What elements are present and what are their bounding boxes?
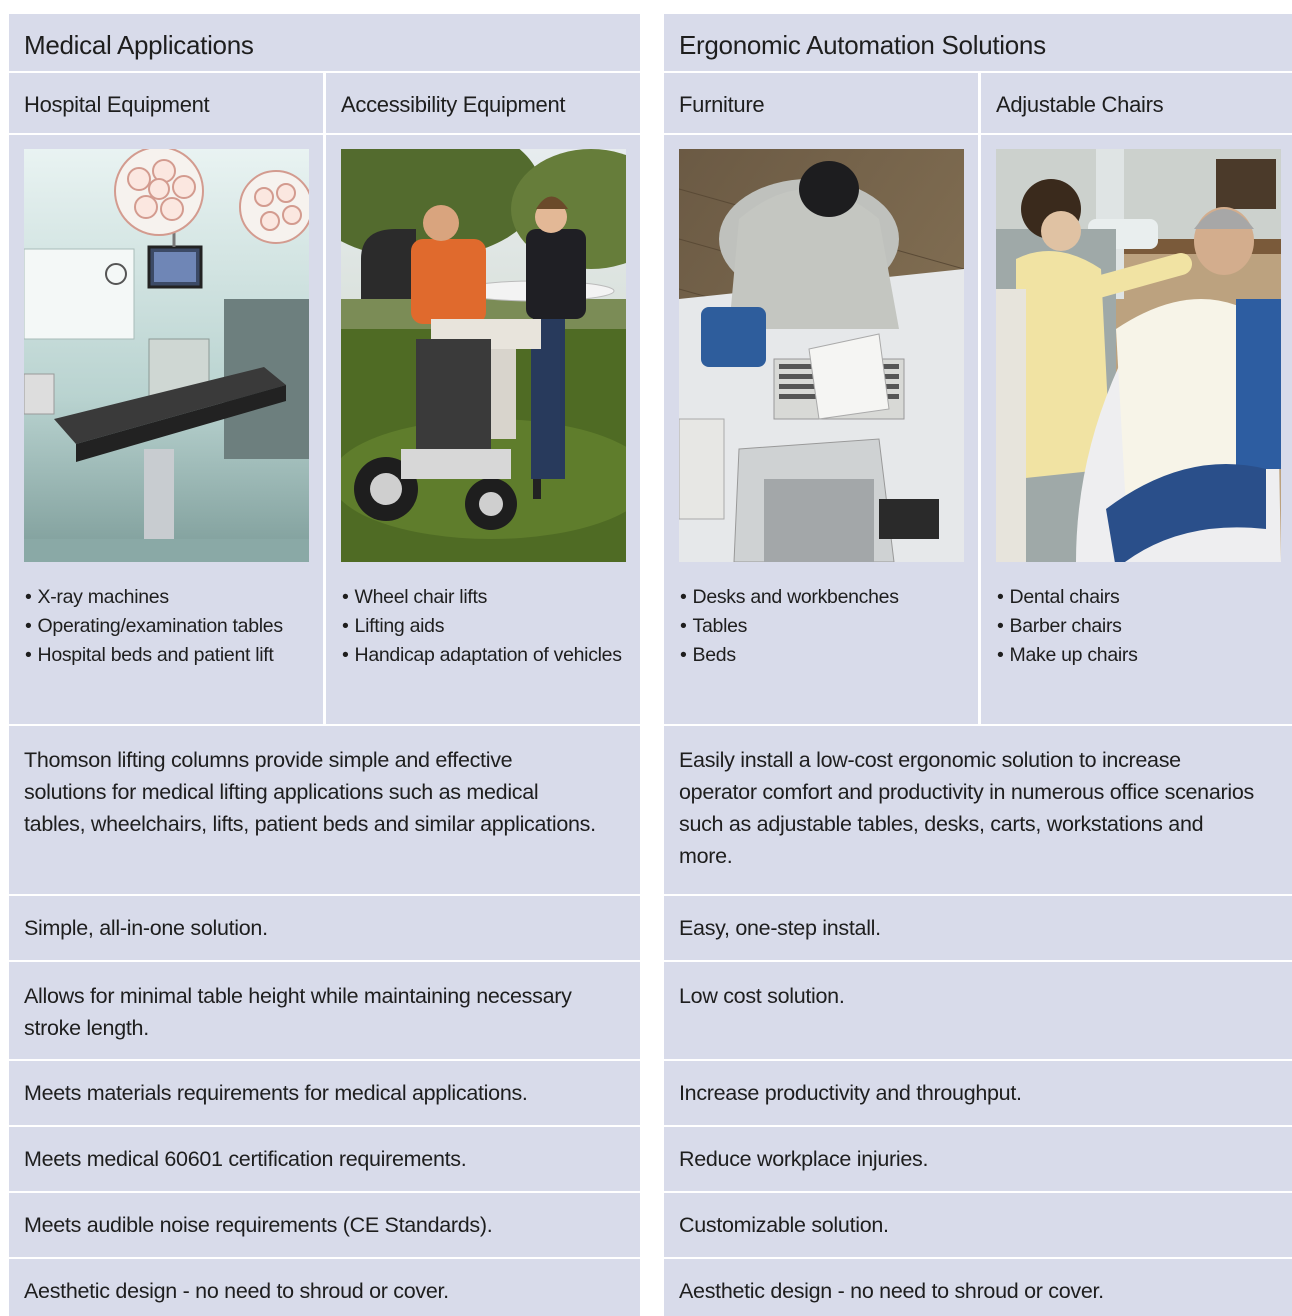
adjustable-chairs-cell: Dental chairs Barber chairs Make up chai… bbox=[981, 135, 1292, 724]
feature-row: Meets materials requirements for medical… bbox=[9, 1061, 640, 1125]
list-item: Beds bbox=[680, 641, 899, 670]
column-heading-accessibility-equipment: Accessibility Equipment bbox=[326, 73, 640, 133]
column-heading-hospital-equipment: Hospital Equipment bbox=[9, 73, 323, 133]
hospital-equipment-cell: X-ray machines Operating/examination tab… bbox=[9, 135, 323, 724]
list-item: Wheel chair lifts bbox=[342, 583, 622, 612]
feature-row: Aesthetic design - no need to shroud or … bbox=[9, 1259, 640, 1316]
feature-row: Simple, all-in-one solution. bbox=[9, 896, 640, 960]
feature-row: Meets medical 60601 certification requir… bbox=[9, 1127, 640, 1191]
feature-row: Allows for minimal table height while ma… bbox=[9, 962, 640, 1059]
list-item: X-ray machines bbox=[25, 583, 283, 612]
feature-row: Customizable solution. bbox=[664, 1193, 1292, 1257]
feature-row: Meets audible noise requirements (CE Sta… bbox=[9, 1193, 640, 1257]
accessibility-equipment-cell: Wheel chair lifts Lifting aids Handicap … bbox=[326, 135, 640, 724]
accessibility-equipment-list: Wheel chair lifts Lifting aids Handicap … bbox=[342, 583, 622, 670]
column-heading-adjustable-chairs: Adjustable Chairs bbox=[981, 73, 1292, 133]
column-heading-furniture: Furniture bbox=[664, 73, 978, 133]
wheelchair-photo bbox=[341, 149, 626, 562]
feature-row: Aesthetic design - no need to shroud or … bbox=[664, 1259, 1292, 1316]
list-item: Make up chairs bbox=[997, 641, 1138, 670]
list-item: Barber chairs bbox=[997, 612, 1138, 641]
list-item: Tables bbox=[680, 612, 899, 641]
furniture-cell: Desks and workbenches Tables Beds bbox=[664, 135, 978, 724]
medical-applications-panel: Medical Applications Hospital Equipment … bbox=[9, 14, 640, 1316]
operating-room-photo bbox=[24, 149, 309, 562]
list-item: Hospital beds and patient lift bbox=[25, 641, 283, 670]
feature-row: Easy, one-step install. bbox=[664, 896, 1292, 960]
office-desk-photo bbox=[679, 149, 964, 562]
feature-row: Increase productivity and throughput. bbox=[664, 1061, 1292, 1125]
list-item: Handicap adaptation of vehicles bbox=[342, 641, 622, 670]
adjustable-chairs-list: Dental chairs Barber chairs Make up chai… bbox=[997, 583, 1138, 670]
panel-description: Thomson lifting columns provide simple a… bbox=[9, 726, 640, 894]
list-item: Operating/examination tables bbox=[25, 612, 284, 641]
panel-title: Medical Applications bbox=[9, 14, 640, 71]
hospital-equipment-list: X-ray machines Operating/examination tab… bbox=[25, 583, 284, 670]
list-item: Lifting aids bbox=[342, 612, 622, 641]
feature-row: Reduce workplace injuries. bbox=[664, 1127, 1292, 1191]
feature-row: Low cost solution. bbox=[664, 962, 1292, 1059]
panel-description: Easily install a low-cost ergonomic solu… bbox=[664, 726, 1292, 894]
ergonomic-automation-panel: Ergonomic Automation Solutions Furniture… bbox=[664, 14, 1292, 1316]
furniture-list: Desks and workbenches Tables Beds bbox=[680, 583, 899, 670]
panel-title: Ergonomic Automation Solutions bbox=[664, 14, 1292, 71]
list-item: Dental chairs bbox=[997, 583, 1138, 612]
list-item: Desks and workbenches bbox=[680, 583, 899, 612]
dental-chair-photo bbox=[996, 149, 1281, 562]
